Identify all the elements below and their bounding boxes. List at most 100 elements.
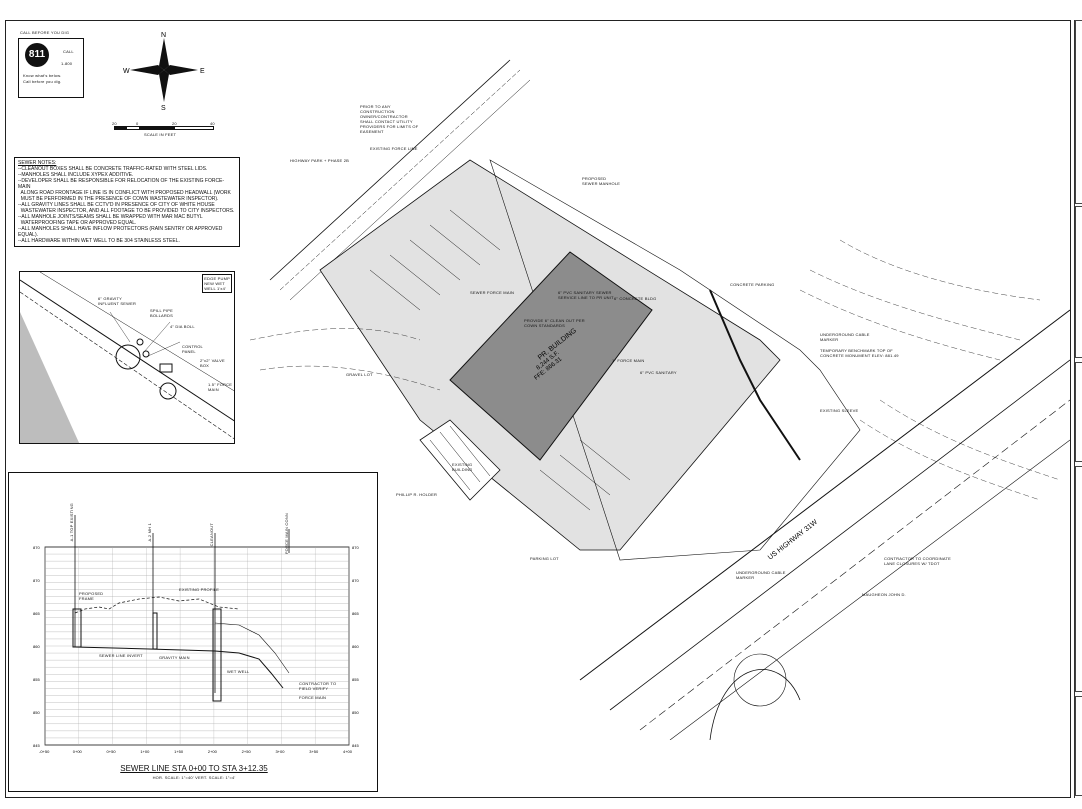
call-before-dig-text: CALL BEFORE YOU DIG [20,30,70,35]
title-block-panel [1075,466,1082,692]
sewer-note-line: --MANHOLES SHALL INCLUDE XYPEX ADDITIVE. [18,172,134,178]
north-label: N [161,32,166,39]
profile-column-label: A-1 TOP EXISTING [69,503,74,542]
plan-label: EXISTING BUILDING [452,462,473,472]
sewer-note-line: MUST BE PERFORMED IN THE PRESENCE OF COW… [18,196,219,202]
detail-drawing [20,272,234,443]
plan-label: 6" PVC SANITARY [640,370,677,375]
profile-y-tick: 870 [352,578,359,583]
plan-label: 1" FORCE MAIN [612,358,645,363]
plan-label: 6" PVC SANITARY SEWER SERVICE LINE TO PR… [558,290,614,300]
profile-title: SEWER LINE STA 0+00 TO STA 3+12.35 [120,764,268,773]
detail-label: 6" GRAVITY INFLUENT SEWER [98,296,137,306]
sewer-note-line: WASTEWATER INSPECTOR, AND ALL FOOTAGE TO… [18,208,235,214]
profile-x-tick: 0+00 [73,749,83,754]
call-label: CALL [63,49,74,54]
title-block-panel [1075,362,1082,462]
plan-label: PRIOR TO ANY CONSTRUCTION OWNER/CONTRACT… [360,104,419,134]
profile-callout: CONTRACTOR TO FIELD VERIFY [299,681,337,691]
plan-label: UNDERGROUND CABLE MARKER [820,332,870,342]
profile-x-tick: 3+00 [275,749,285,754]
detail-label: 4" DIA BOLL [170,324,195,329]
sewer-note-line: WATERPROOFING TAPE OR APPROVED EQUAL. [18,220,137,226]
plan-label: SEWER FORCE MAIN [470,290,515,295]
profile-x-tick: 3+50 [309,749,319,754]
sewer-notes-title: SEWER NOTES: [18,160,57,166]
south-label: S [161,105,166,112]
profile-y-tick: 860 [352,644,359,649]
profile-y-tick: 870 [352,545,359,550]
profile-y-tick: 845 [352,743,359,748]
profile-callout: EXISTING PROFILE [179,587,220,592]
sewer-note-line: ALONG ROAD FRONTAGE IF LINE IS IN CONFLI… [18,190,231,196]
scale-tick: 40 [210,121,215,126]
plan-label: PROVIDE 6" CLEAN OUT PER COWN STANDARDS [524,318,585,328]
plan-label: EXISTING SLEEVE [820,408,859,413]
plan-label: 6" CONCRETE BLDG [614,296,657,301]
profile-y-tick: 845 [33,743,40,748]
sewer-note-line: --ALL MANHOLE JOINTS/SEAMS SHALL BE WRAP… [18,214,203,220]
scale-tick: 20 [112,121,117,126]
profile-x-tick: -0+50 [39,749,50,754]
profile-callout: FORCE MAIN [299,695,327,700]
east-label: E [200,68,205,75]
profile-callout: WET WELL [227,669,250,674]
detail-tag: EDGE PUMP NEW WET WELL 1'x4' [202,274,232,293]
plan-label: EXISTING FORCE LINE [370,146,418,151]
site-plan: PR. BUILDING 8,244 S.F. FFE: 866.31 US H… [249,59,1070,740]
profile-y-tick: 865 [33,611,40,616]
profile-y-tick: 870 [33,545,40,550]
plan-label: TEMPORARY BENCHMARK TOP OF CONCRETE MONU… [820,348,899,358]
scale-tick: 20 [172,121,177,126]
profile-callout: GRAVITY MAIN [159,655,190,660]
plan-label: PARKING LOT [530,556,559,561]
profile-callout: PROPOSED FRAME [79,591,104,601]
profile-x-tick: 2+50 [242,749,252,754]
811-logo: 811 [25,43,49,67]
profile-x-tick: 2+00 [208,749,218,754]
profile-y-tick: 860 [33,644,40,649]
plan-label: PHILLIP R. HOLDER [396,492,438,497]
profile-callout: SEWER LINE INVERT [99,653,143,658]
west-label: W [123,68,130,75]
north-arrow-icon: N S W E [123,32,205,112]
plan-label: CONCRETE PARKING [730,282,775,287]
811-badge: 811 CALL 1-800 Know what's below. Call b… [18,38,84,98]
plan-label: HIGHWAY PARK + PHASE 2B [290,158,350,163]
title-block-strip [1074,20,1082,798]
sewer-note-line: --ALL MANHOLES SHALL HAVE INFLOW PROTECT… [18,226,223,238]
profile-y-tick: 855 [352,677,359,682]
profile-subtitle: HOR. SCALE: 1"=40' VERT. SCALE: 1"=4' [152,775,236,780]
sewer-note-line: --CLEANOUT BOXES SHALL BE CONCRETE TRAFF… [18,166,208,172]
profile-x-tick: 0+50 [107,749,117,754]
scale-tick: 0 [136,121,139,126]
highway-label: US HIGHWAY 31W [767,519,819,562]
profile-y-tick: 865 [352,611,359,616]
detail-label: 1.5" FORCE MAIN [208,382,233,392]
title-block-panel [1075,696,1082,796]
call-before-you-dig: Call before you dig. [23,79,62,84]
sewer-note-line: --DEVELOPER SHALL BE RESPONSIBLE FOR REL… [18,178,225,190]
know-whats-below: Know what's below. [23,73,62,78]
profile-x-tick: 4+00 [343,749,353,754]
profile-x-tick: 1+00 [140,749,150,754]
plan-label: MAUGHEON JOHN D. [862,592,906,597]
sewer-note-line: --ALL HARDWARE WITHIN WET WELL TO BE 304… [18,238,180,244]
plan-label: UNDERGROUND CABLE MARKER [736,570,786,580]
scale-label: SCALE IN FEET [144,132,177,137]
call-side-label: 1-800 [61,61,73,66]
title-block-panel [1075,206,1082,358]
profile-y-tick: 855 [33,677,40,682]
profile-column-label: A-2 MH 1 [147,523,152,542]
profile-y-tick: 850 [33,710,40,715]
scale-bar [114,126,214,130]
plan-label: CONTRACTOR TO COORDINATE LANE CLOSURES W… [884,556,951,566]
sewer-note-line: --ALL GRAVITY LINES SHALL BE CCTV'D IN P… [18,202,215,208]
detail-label: SPILL PIPE BOLLARDS [150,308,173,318]
detail-label: 2"x2" VALVE BOX [200,358,225,368]
profile-column-label: CLEANOUT [209,523,214,547]
wet-well-detail-inset: 6" GRAVITY INFLUENT SEWER SPILL PIPE BOL… [19,271,235,444]
sewer-notes-box: SEWER NOTES: --CLEANOUT BOXES SHALL BE C… [14,157,240,247]
